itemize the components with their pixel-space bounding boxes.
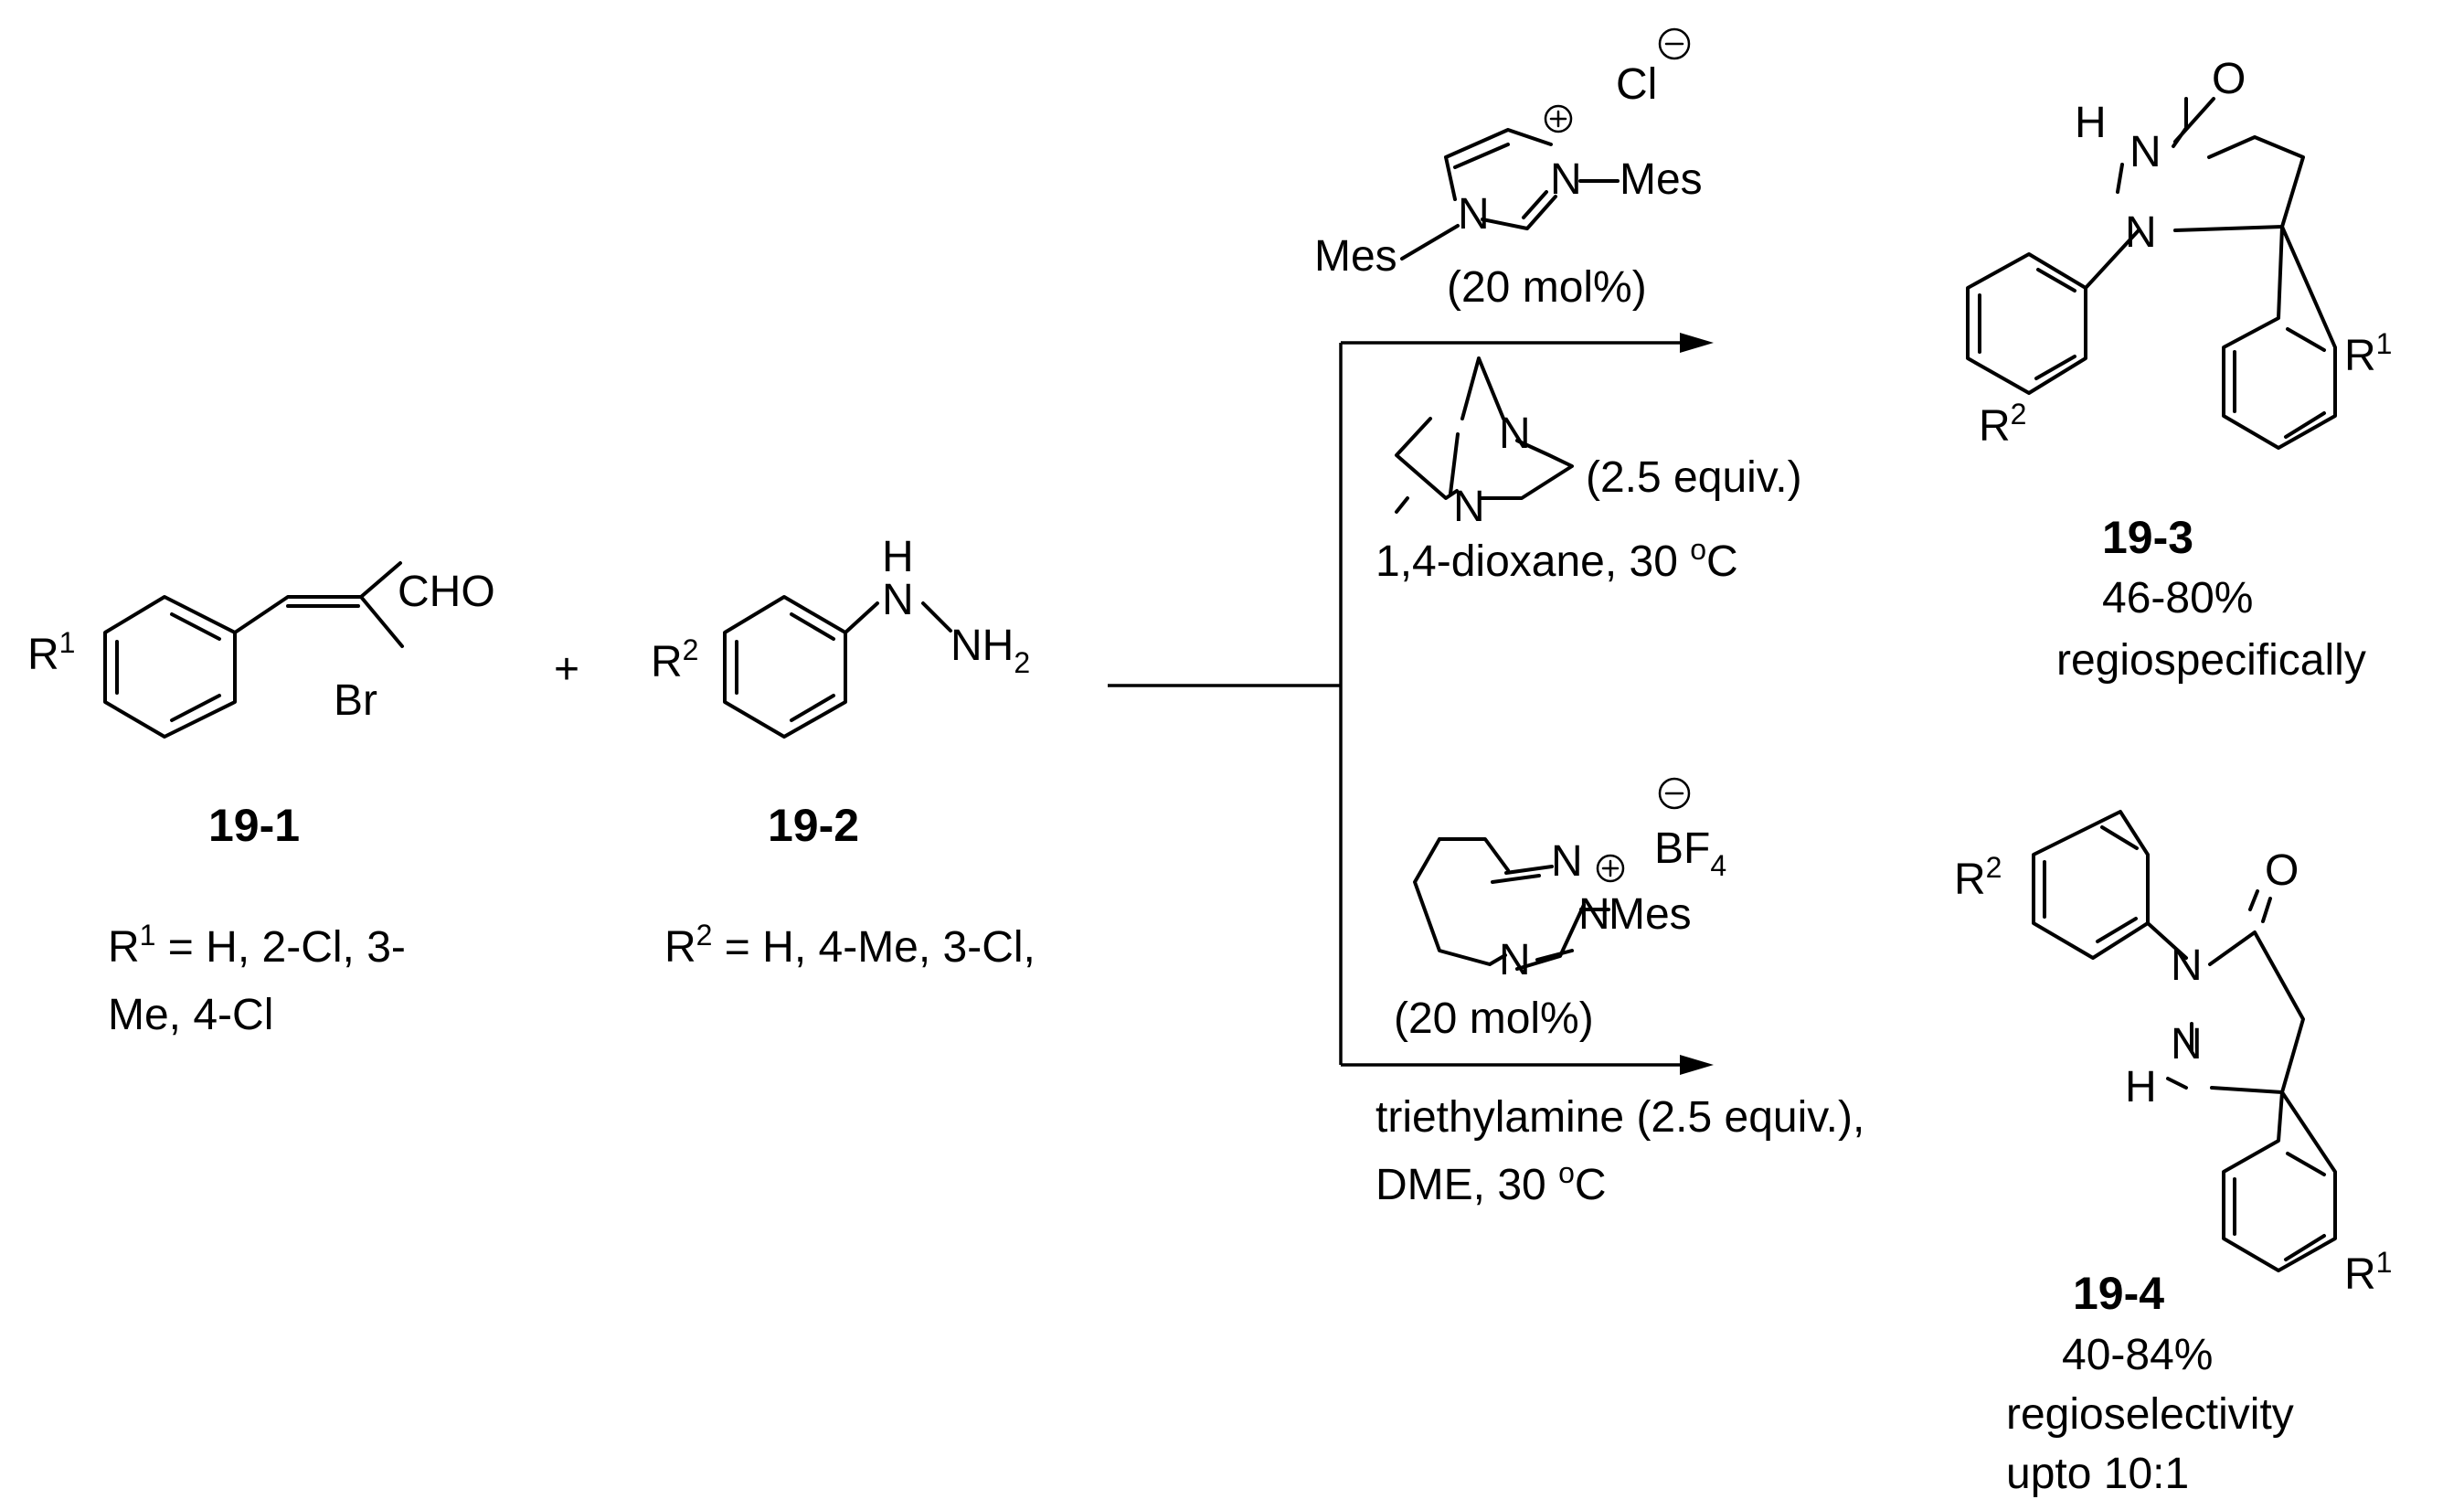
structure-19-2: H N NH2 R2 <box>651 533 1030 739</box>
carbonyl-o: O <box>2212 55 2246 103</box>
tetrafluoroborate-label: BF4 <box>1654 824 1726 882</box>
nh2-label: NH2 <box>951 622 1030 679</box>
pyrazolidinone-n2: N <box>2125 208 2157 257</box>
plus-sign: + <box>554 645 579 694</box>
base-bottom: triethylamine (2.5 equiv.), <box>1375 1093 1864 1142</box>
r1-label: R1 <box>2344 1246 2392 1299</box>
yield-19-3: 46-80% <box>2102 574 2253 622</box>
r2-label: R2 <box>651 633 698 686</box>
r1-label: R1 <box>2344 327 2392 380</box>
imidazolium-n1: N <box>1458 190 1490 239</box>
compound-id-19-4: 19-4 <box>2073 1268 2164 1319</box>
selectivity-19-4-line2: upto 10:1 <box>2006 1450 2189 1498</box>
yield-19-4: 40-84% <box>2062 1331 2213 1379</box>
solvent-top: 1,4-dioxane, 30 oC <box>1375 533 1738 586</box>
br-label: Br <box>334 676 377 725</box>
mes-label-bottom: Mes <box>1609 890 1692 939</box>
structure-19-4: O N N H R2 R1 <box>1954 810 2392 1299</box>
dabco-n1: N <box>1499 409 1531 458</box>
nh-hydrogen: H <box>2075 99 2107 147</box>
pyrazolidinone-n1: N <box>2171 941 2203 990</box>
compound-id-19-2: 19-2 <box>768 800 859 851</box>
scope-19-1-line1: R1 = H, 2-Cl, 3- <box>108 919 406 972</box>
structure-19-1: R1 CHO Br <box>27 561 495 739</box>
r2-label: R2 <box>1979 398 2026 451</box>
selectivity-19-3: regiospecifically <box>2056 636 2366 685</box>
structure-19-3: O H N N R1 R2 <box>1966 55 2392 451</box>
hydrazine-n1: N <box>882 576 914 624</box>
negative-charge-icon <box>1658 27 1691 60</box>
negative-charge-icon <box>1658 777 1691 810</box>
compound-id-19-1: 19-1 <box>208 800 300 851</box>
selectivity-19-4-line1: regioselectivity <box>2006 1390 2294 1439</box>
dabco-base: N N <box>1395 356 1574 531</box>
r1-label: R1 <box>27 626 75 679</box>
cho-label: CHO <box>398 568 495 616</box>
hydrazine-h: H <box>882 533 914 581</box>
pyrazolidinone-n2: N <box>2171 1020 2203 1069</box>
scope-19-1-line2: Me, 4-Cl <box>108 991 273 1039</box>
triazolium-n-plus: N <box>1578 890 1610 939</box>
chloride-label: Cl <box>1616 60 1657 109</box>
positive-charge-icon <box>1544 104 1573 133</box>
pyrazolidinone-n1: N <box>2129 128 2161 176</box>
nhc-catalyst-imidazolium: N N Mes Mes Cl <box>1314 27 1703 281</box>
positive-charge-icon <box>1596 854 1625 883</box>
nhc-catalyst-triazolium: N N N Mes BF4 <box>1413 777 1726 984</box>
triazolium-n-top: N <box>1551 837 1583 886</box>
r2-label: R2 <box>1954 851 2002 904</box>
carbonyl-o: O <box>2265 846 2299 895</box>
catalyst-loading-bottom: (20 mol%) <box>1394 994 1594 1043</box>
solvent-bottom: DME, 30 oC <box>1375 1156 1607 1209</box>
dabco-n2: N <box>1453 483 1485 531</box>
scope-19-2: R2 = H, 4-Me, 3-Cl, <box>664 919 1036 972</box>
triazolium-n-ring: N <box>1499 936 1531 984</box>
reaction-arrows <box>1108 333 1714 1075</box>
imidazolium-n3: N <box>1550 155 1582 204</box>
compound-id-19-3: 19-3 <box>2102 512 2193 563</box>
dabco-equiv: (2.5 equiv.) <box>1586 453 1802 502</box>
mes-label-top-right: Mes <box>1620 155 1703 204</box>
nh-hydrogen: H <box>2125 1063 2157 1111</box>
mes-label-top-left: Mes <box>1314 232 1397 281</box>
catalyst-loading-top: (20 mol%) <box>1447 263 1647 312</box>
